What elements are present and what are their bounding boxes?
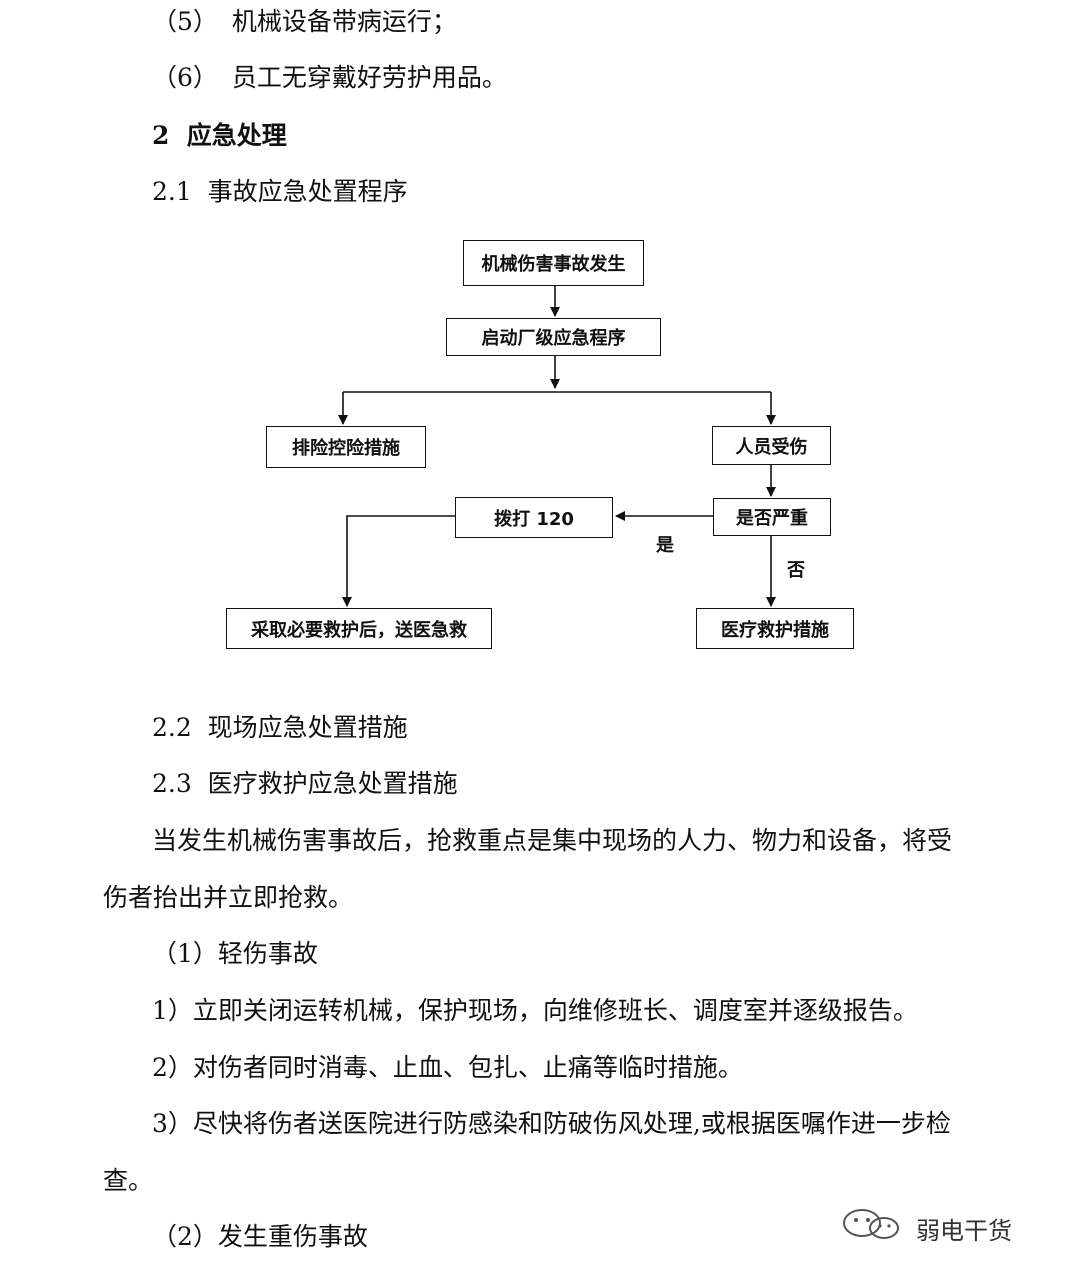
list-text: 机械设备带病运行； bbox=[231, 7, 457, 36]
section-heading-2-2: 2.2 现场应急处置措施 bbox=[152, 713, 408, 742]
flow-box-send: 采取必要救护后，送医急救 bbox=[226, 608, 492, 649]
watermark: 弱电干货 bbox=[840, 1208, 1012, 1248]
flow-label-yes: 是 bbox=[656, 535, 674, 556]
list-item-5: （5） 机械设备带病运行； bbox=[152, 6, 457, 38]
serious-injury-heading: （2）发生重伤事故 bbox=[152, 1222, 368, 1251]
flow-box-start: 机械伤害事故发生 bbox=[463, 240, 644, 286]
flow-box-call: 拨打 120 bbox=[455, 497, 613, 538]
flow-box-medical: 医疗救护措施 bbox=[696, 608, 854, 649]
list-marker: （6） bbox=[152, 63, 218, 92]
section-heading-2-1: 2.1 事故应急处置程序 bbox=[152, 177, 408, 206]
minor-step-3-continued: 查。 bbox=[103, 1166, 154, 1195]
section-heading-2: 2 应急处理 bbox=[152, 121, 287, 150]
flow-box-launch: 启动厂级应急程序 bbox=[446, 318, 661, 356]
watermark-text: 弱电干货 bbox=[916, 1216, 1012, 1245]
paragraph-line-2: 伤者抬出并立即抢救。 bbox=[103, 883, 354, 912]
paragraph-line-1: 当发生机械伤害事故后，抢救重点是集中现场的人力、物力和设备，将受 bbox=[152, 826, 953, 855]
flowchart-connectors bbox=[338, 286, 776, 607]
flow-box-serious: 是否严重 bbox=[713, 498, 831, 536]
arrow-call-to-send bbox=[342, 515, 455, 607]
wechat-icon bbox=[840, 1208, 910, 1248]
minor-injury-heading: （1）轻伤事故 bbox=[152, 939, 318, 968]
minor-step-2: 2）对伤者同时消毒、止血、包扎、止痛等临时措施。 bbox=[152, 1053, 743, 1082]
flow-label-no: 否 bbox=[787, 560, 805, 581]
section-heading-2-3: 2.3 医疗救护应急处置措施 bbox=[152, 769, 458, 798]
flow-box-injury: 人员受伤 bbox=[712, 426, 831, 465]
list-text: 员工无穿戴好劳护用品。 bbox=[231, 63, 507, 92]
minor-step-3: 3）尽快将伤者送医院进行防感染和防破伤风处理,或根据医嘱作进一步检 bbox=[152, 1109, 951, 1138]
list-item-6: （6） 员工无穿戴好劳护用品。 bbox=[152, 62, 507, 94]
list-marker: （5） bbox=[152, 7, 218, 36]
minor-step-1: 1）立即关闭运转机械，保护现场，向维修班长、调度室并逐级报告。 bbox=[152, 996, 918, 1025]
flow-box-hazard: 排险控险措施 bbox=[266, 426, 426, 468]
